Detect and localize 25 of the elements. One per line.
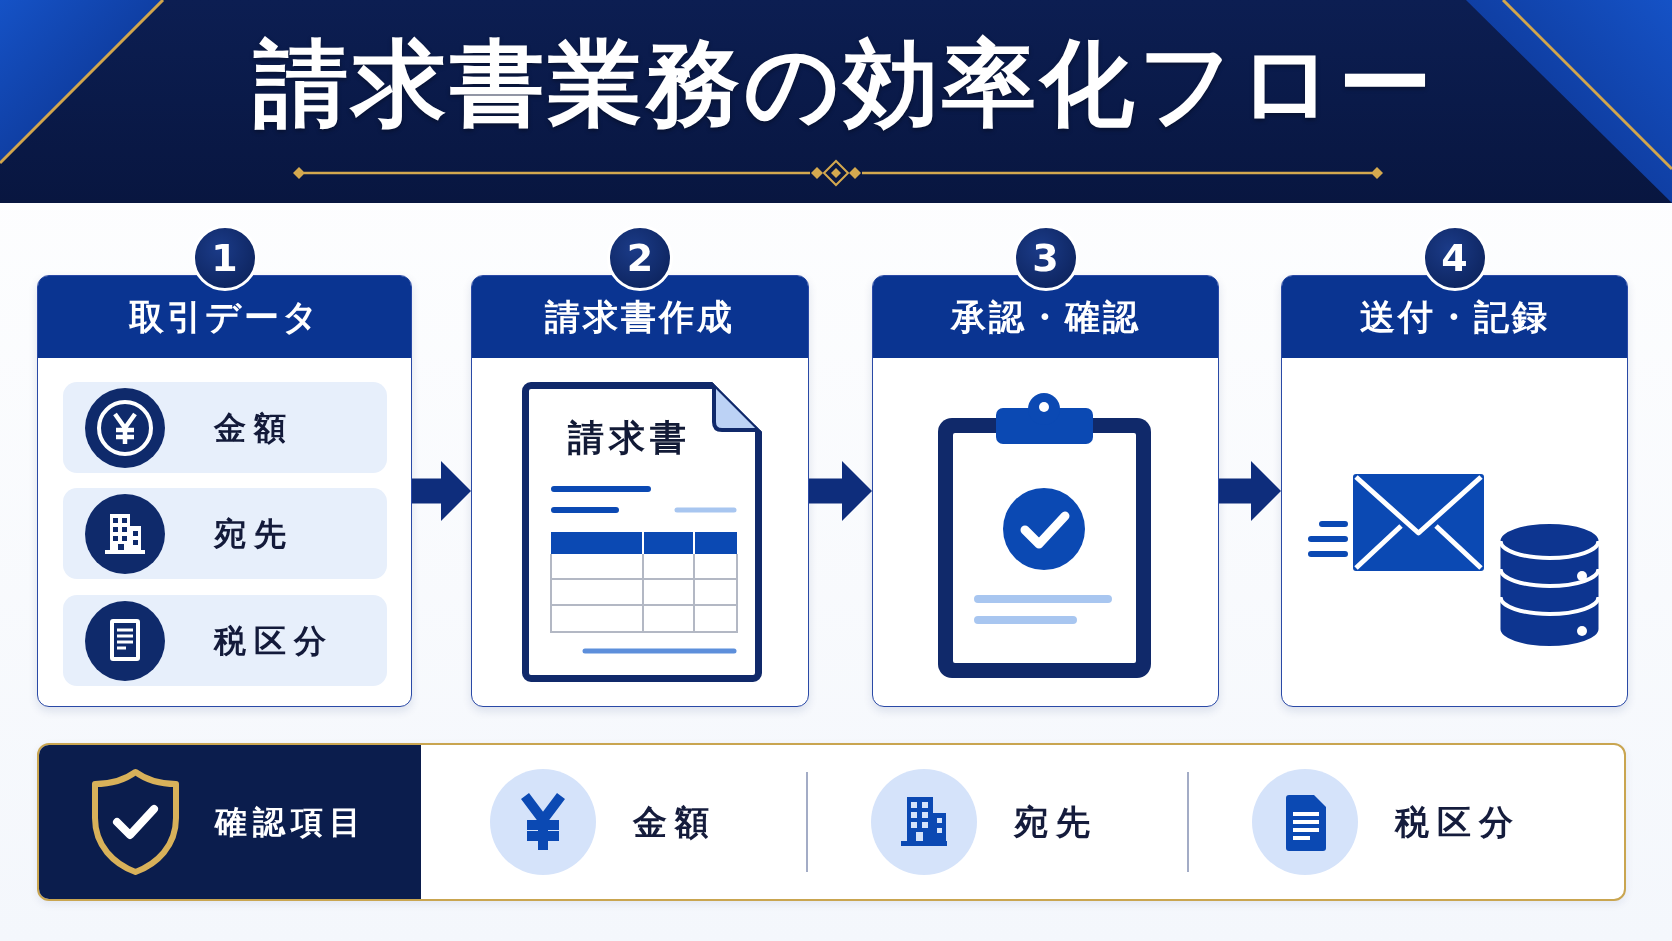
step-title: 承認・確認 <box>950 296 1141 338</box>
step-number: 2 <box>607 225 673 291</box>
item-label: 金額 <box>214 408 294 447</box>
step-number: 4 <box>1421 225 1488 291</box>
data-item-panel <box>63 488 387 579</box>
arrow <box>412 461 471 521</box>
step-number: 1 <box>191 225 258 291</box>
step-title: 取引データ <box>128 296 321 338</box>
diagram-title: 請求書業務の効率化フロー <box>254 32 1436 136</box>
step-title: 請求書作成 <box>545 296 735 338</box>
arrow <box>1219 461 1281 521</box>
check-item-label: 宛先 <box>1014 801 1098 843</box>
step-title: 送付・記録 <box>1359 296 1550 338</box>
check-item-label: 税区分 <box>1395 801 1521 843</box>
check-item-label: 金額 <box>633 801 717 843</box>
document-title: 請求書 <box>568 416 691 460</box>
step-number: 3 <box>1012 225 1079 291</box>
data-item-panel <box>63 382 387 473</box>
check-items-band <box>37 743 1626 901</box>
arrow <box>809 461 872 521</box>
item-label: 税区分 <box>214 621 334 660</box>
data-item-panel <box>63 595 387 686</box>
check-heading: 確認項目 <box>215 802 367 842</box>
document-shape <box>522 382 762 682</box>
item-label: 宛先 <box>214 514 294 553</box>
